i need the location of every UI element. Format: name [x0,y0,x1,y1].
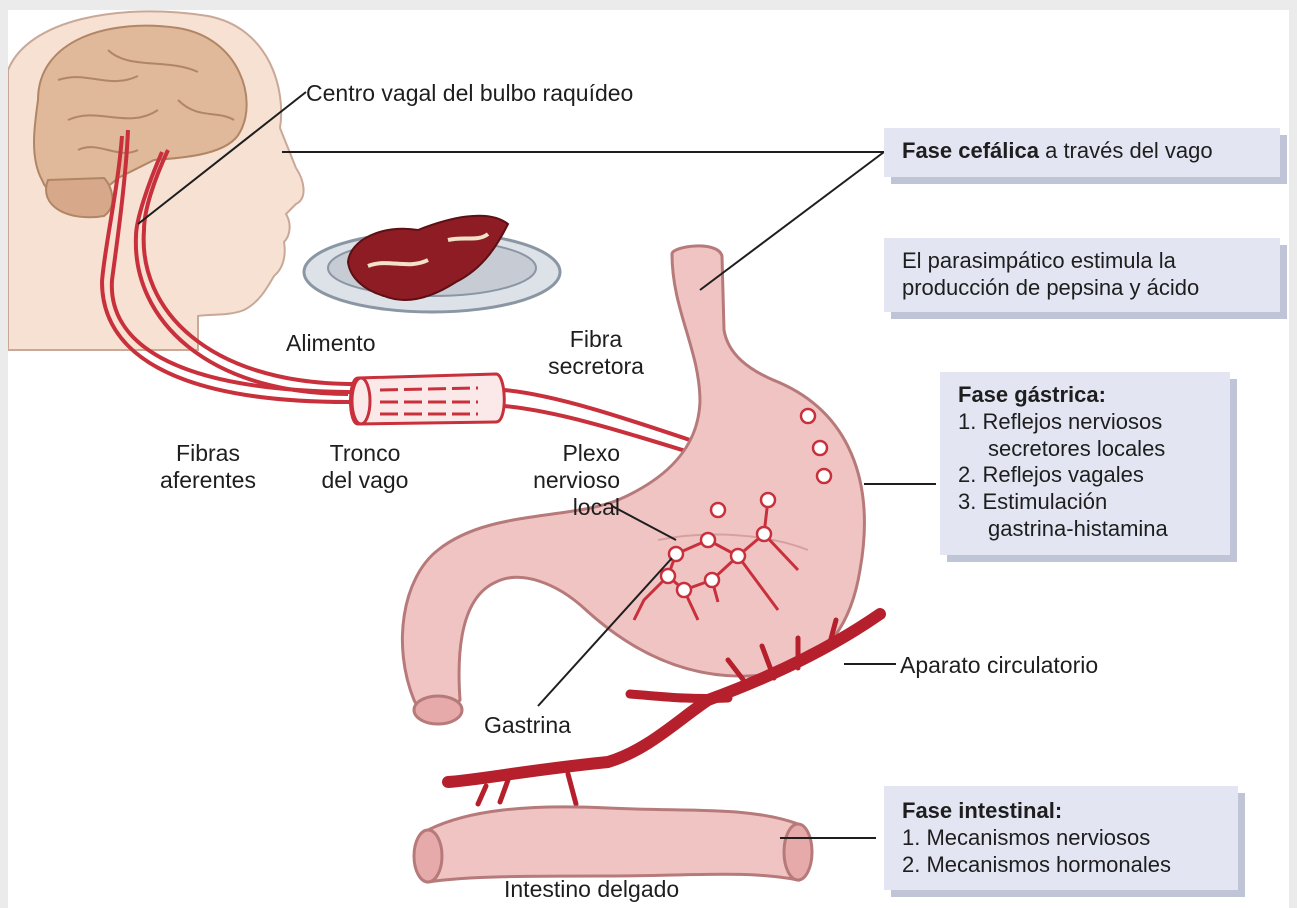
box-gastric-item: gastrina-histamina [958,516,1230,543]
box-cephalic-phase-title: Fase cefálica [902,138,1039,163]
label-vagus-trunk-line2: del vago [310,467,420,494]
box-cephalic-phase: Fase cefálica a través del vago [884,128,1280,177]
box-gastric-item: 3. Estimulación [958,489,1230,516]
label-food: Alimento [286,330,375,357]
box-gastric-item: 2. Reflejos vagales [958,462,1230,489]
box-parasympathetic-line1: El parasimpático estimula la [902,248,1280,275]
vagus-trunk [351,374,505,424]
box-intestinal-phase: Fase intestinal: 1. Mecanismos nerviosos… [884,786,1238,890]
box-parasympathetic-line2: producción de pepsina y ácido [902,275,1280,302]
label-local-plexus: Plexo nervioso local [490,440,620,521]
label-local-plexus-line2: nervioso [490,467,620,494]
box-cephalic-phase-text: a través del vago [1039,138,1213,163]
stomach-illustration [402,246,864,724]
box-intestinal-item: 1. Mecanismos nerviosos [902,825,1238,852]
label-vagal-center: Centro vagal del bulbo raquídeo [306,80,633,107]
box-intestinal-phase-title: Fase intestinal: [902,798,1238,825]
label-vagus-trunk: Tronco del vago [310,440,420,494]
box-intestinal-item: 2. Mecanismos hormonales [902,852,1238,879]
label-secretory-fiber: Fibra secretora [536,326,656,380]
box-gastric-phase: Fase gástrica: 1. Reflejos nerviosos sec… [940,372,1230,555]
small-intestine [414,807,812,882]
label-secretory-fiber-line1: Fibra [536,326,656,353]
box-gastric-phase-title: Fase gástrica: [958,382,1230,409]
label-circulatory-system: Aparato circulatorio [900,652,1098,679]
box-gastric-item: 1. Reflejos nerviosos [958,409,1230,436]
steak-plate [304,216,560,312]
label-small-intestine: Intestino delgado [504,876,679,903]
box-gastric-item: secretores locales [958,436,1230,463]
label-local-plexus-line1: Plexo [490,440,620,467]
label-afferent-fibers: Fibras aferentes [148,440,268,494]
label-afferent-fibers-line2: aferentes [148,467,268,494]
label-local-plexus-line3: local [490,494,620,521]
label-gastrin: Gastrina [484,712,571,739]
label-secretory-fiber-line2: secretora [536,353,656,380]
box-parasympathetic: El parasimpático estimula la producción … [884,238,1280,312]
label-afferent-fibers-line1: Fibras [148,440,268,467]
label-vagus-trunk-line1: Tronco [310,440,420,467]
diagram-canvas: Centro vagal del bulbo raquídeo Alimento… [8,10,1289,908]
